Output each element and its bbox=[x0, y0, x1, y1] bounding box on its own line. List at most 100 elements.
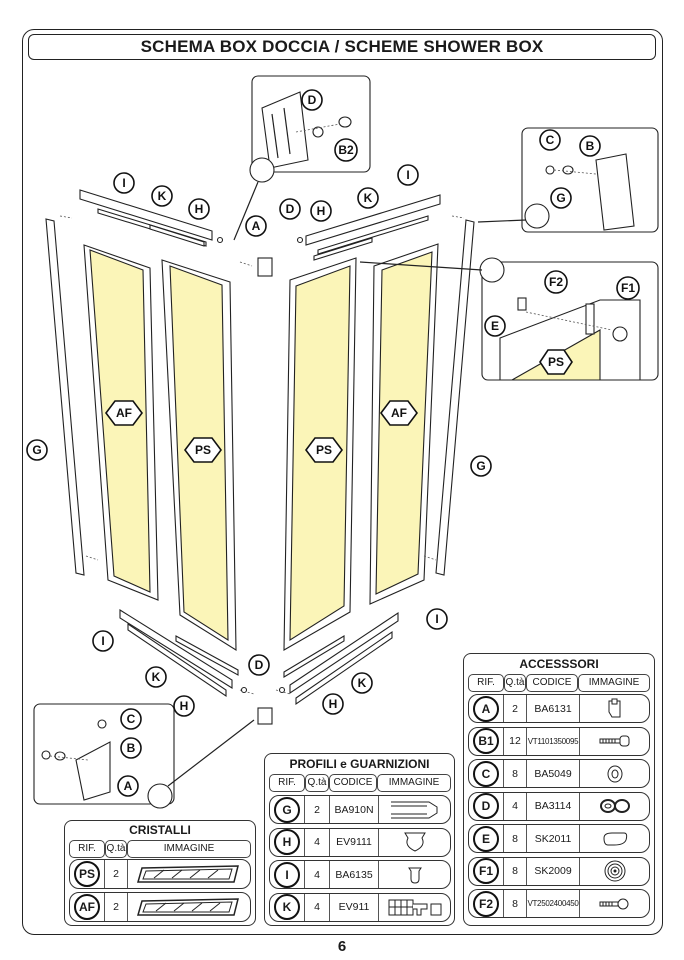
profili-title: PROFILI e GUARNIZIONI bbox=[289, 757, 430, 771]
hdr-rif: RIF. bbox=[468, 674, 504, 692]
label-h-tl: H bbox=[188, 198, 210, 220]
ref-badge: C bbox=[473, 760, 499, 787]
accessori-title: ACCESSSORI bbox=[519, 657, 599, 671]
label-b-bl: B bbox=[120, 737, 142, 759]
profili-table: PROFILI e GUARNIZIONI RIF. Q.tà CODICE I… bbox=[264, 753, 455, 926]
label-h-bl: H bbox=[173, 695, 195, 717]
screw-icon bbox=[579, 727, 649, 755]
label-d-mid: D bbox=[279, 198, 301, 220]
qty-cell: 4 bbox=[503, 792, 526, 820]
ref-badge: H bbox=[274, 829, 300, 855]
seal-gasket-icon bbox=[378, 828, 450, 856]
svg-text:G: G bbox=[556, 191, 565, 205]
code-cell: EV9111 bbox=[329, 828, 378, 856]
label-af-left: AF bbox=[105, 400, 143, 426]
svg-text:C: C bbox=[546, 133, 555, 147]
qty-cell: 8 bbox=[503, 825, 526, 852]
code-cell: VT2502400450 bbox=[526, 890, 579, 917]
ref-badge: E bbox=[473, 825, 499, 852]
label-f1: F1 bbox=[616, 276, 640, 300]
sliding-glass-panel-icon bbox=[127, 860, 250, 888]
label-ps-left: PS bbox=[184, 437, 222, 463]
svg-text:AF: AF bbox=[116, 406, 132, 420]
ref-badge: I bbox=[274, 861, 300, 888]
label-c-bl: C bbox=[120, 708, 142, 730]
svg-text:H: H bbox=[317, 204, 326, 218]
svg-text:K: K bbox=[158, 189, 167, 203]
code-cell: BA3114 bbox=[526, 792, 579, 820]
page-frame bbox=[22, 29, 663, 935]
svg-text:B: B bbox=[127, 741, 136, 755]
ref-cell: E bbox=[469, 825, 503, 852]
ref-cell: G bbox=[270, 796, 304, 823]
label-h-br: H bbox=[322, 693, 344, 715]
ref-cell: AF bbox=[70, 894, 104, 920]
label-f2: F2 bbox=[544, 270, 568, 294]
label-k-br: K bbox=[351, 672, 373, 694]
ref-cell: F2 bbox=[469, 890, 503, 917]
ref-badge: PS bbox=[74, 861, 100, 887]
detail-bottom-left-box bbox=[33, 703, 255, 809]
svg-text:I: I bbox=[406, 168, 409, 182]
label-k-tl: K bbox=[151, 185, 173, 207]
svg-text:K: K bbox=[152, 670, 161, 684]
rail-profile-icon bbox=[378, 893, 450, 921]
svg-text:F1: F1 bbox=[621, 281, 635, 295]
label-a-bl: A bbox=[117, 775, 139, 797]
hdr-qta: Q.tà bbox=[105, 840, 127, 858]
svg-text:I: I bbox=[101, 634, 104, 648]
label-ps-right: PS bbox=[305, 437, 343, 463]
ref-badge: A bbox=[473, 695, 499, 722]
code-cell: VT1101350095 bbox=[526, 727, 579, 755]
label-ps-detail: PS bbox=[539, 349, 573, 375]
code-cell: BA910N bbox=[329, 796, 378, 823]
svg-text:A: A bbox=[252, 219, 261, 233]
label-e: E bbox=[484, 315, 506, 337]
hdr-qta: Q.tà bbox=[305, 774, 329, 792]
qty-cell: 2 bbox=[503, 695, 526, 722]
hdr-immagine: IMMAGINE bbox=[578, 674, 650, 692]
hdr-rif: RIF. bbox=[69, 840, 105, 858]
cristalli-header: RIF. Q.tà IMMAGINE bbox=[69, 840, 251, 858]
accessori-header: RIF. Q.tà CODICE IMMAGINE bbox=[468, 674, 650, 692]
guide-gasket-icon bbox=[378, 861, 450, 888]
code-cell: SK2011 bbox=[526, 825, 579, 852]
svg-text:F2: F2 bbox=[549, 275, 563, 289]
ref-badge: B1 bbox=[473, 728, 499, 754]
washer-pair-icon bbox=[579, 792, 649, 820]
label-d-bottom: D bbox=[248, 654, 270, 676]
svg-text:PS: PS bbox=[195, 443, 211, 457]
svg-text:H: H bbox=[180, 699, 189, 713]
svg-text:G: G bbox=[476, 459, 485, 473]
label-k-bl: K bbox=[145, 666, 167, 688]
fixed-glass-panel-icon bbox=[127, 893, 250, 921]
page-title: SCHEMA BOX DOCCIA / SCHEME SHOWER BOX bbox=[28, 34, 656, 60]
label-g-tr: G bbox=[550, 187, 572, 209]
code-cell: BA5049 bbox=[526, 760, 579, 787]
detail-right-box bbox=[359, 257, 659, 381]
slider-block-icon bbox=[579, 825, 649, 852]
corner-bracket-icon bbox=[579, 695, 649, 722]
screw-markers bbox=[59, 215, 465, 695]
ref-badge: F1 bbox=[473, 858, 499, 884]
bottom-right-profiles bbox=[283, 611, 399, 706]
label-g-right: G bbox=[470, 455, 492, 477]
qty-cell: 12 bbox=[503, 727, 526, 755]
label-h-tr: H bbox=[310, 200, 332, 222]
svg-text:B2: B2 bbox=[338, 143, 354, 157]
qty-cell: 2 bbox=[104, 893, 127, 921]
ref-cell: I bbox=[270, 861, 304, 888]
code-cell: BA6131 bbox=[526, 695, 579, 722]
svg-text:PS: PS bbox=[316, 443, 332, 457]
code-cell: SK2009 bbox=[526, 857, 579, 885]
bolt-icon bbox=[579, 890, 649, 917]
